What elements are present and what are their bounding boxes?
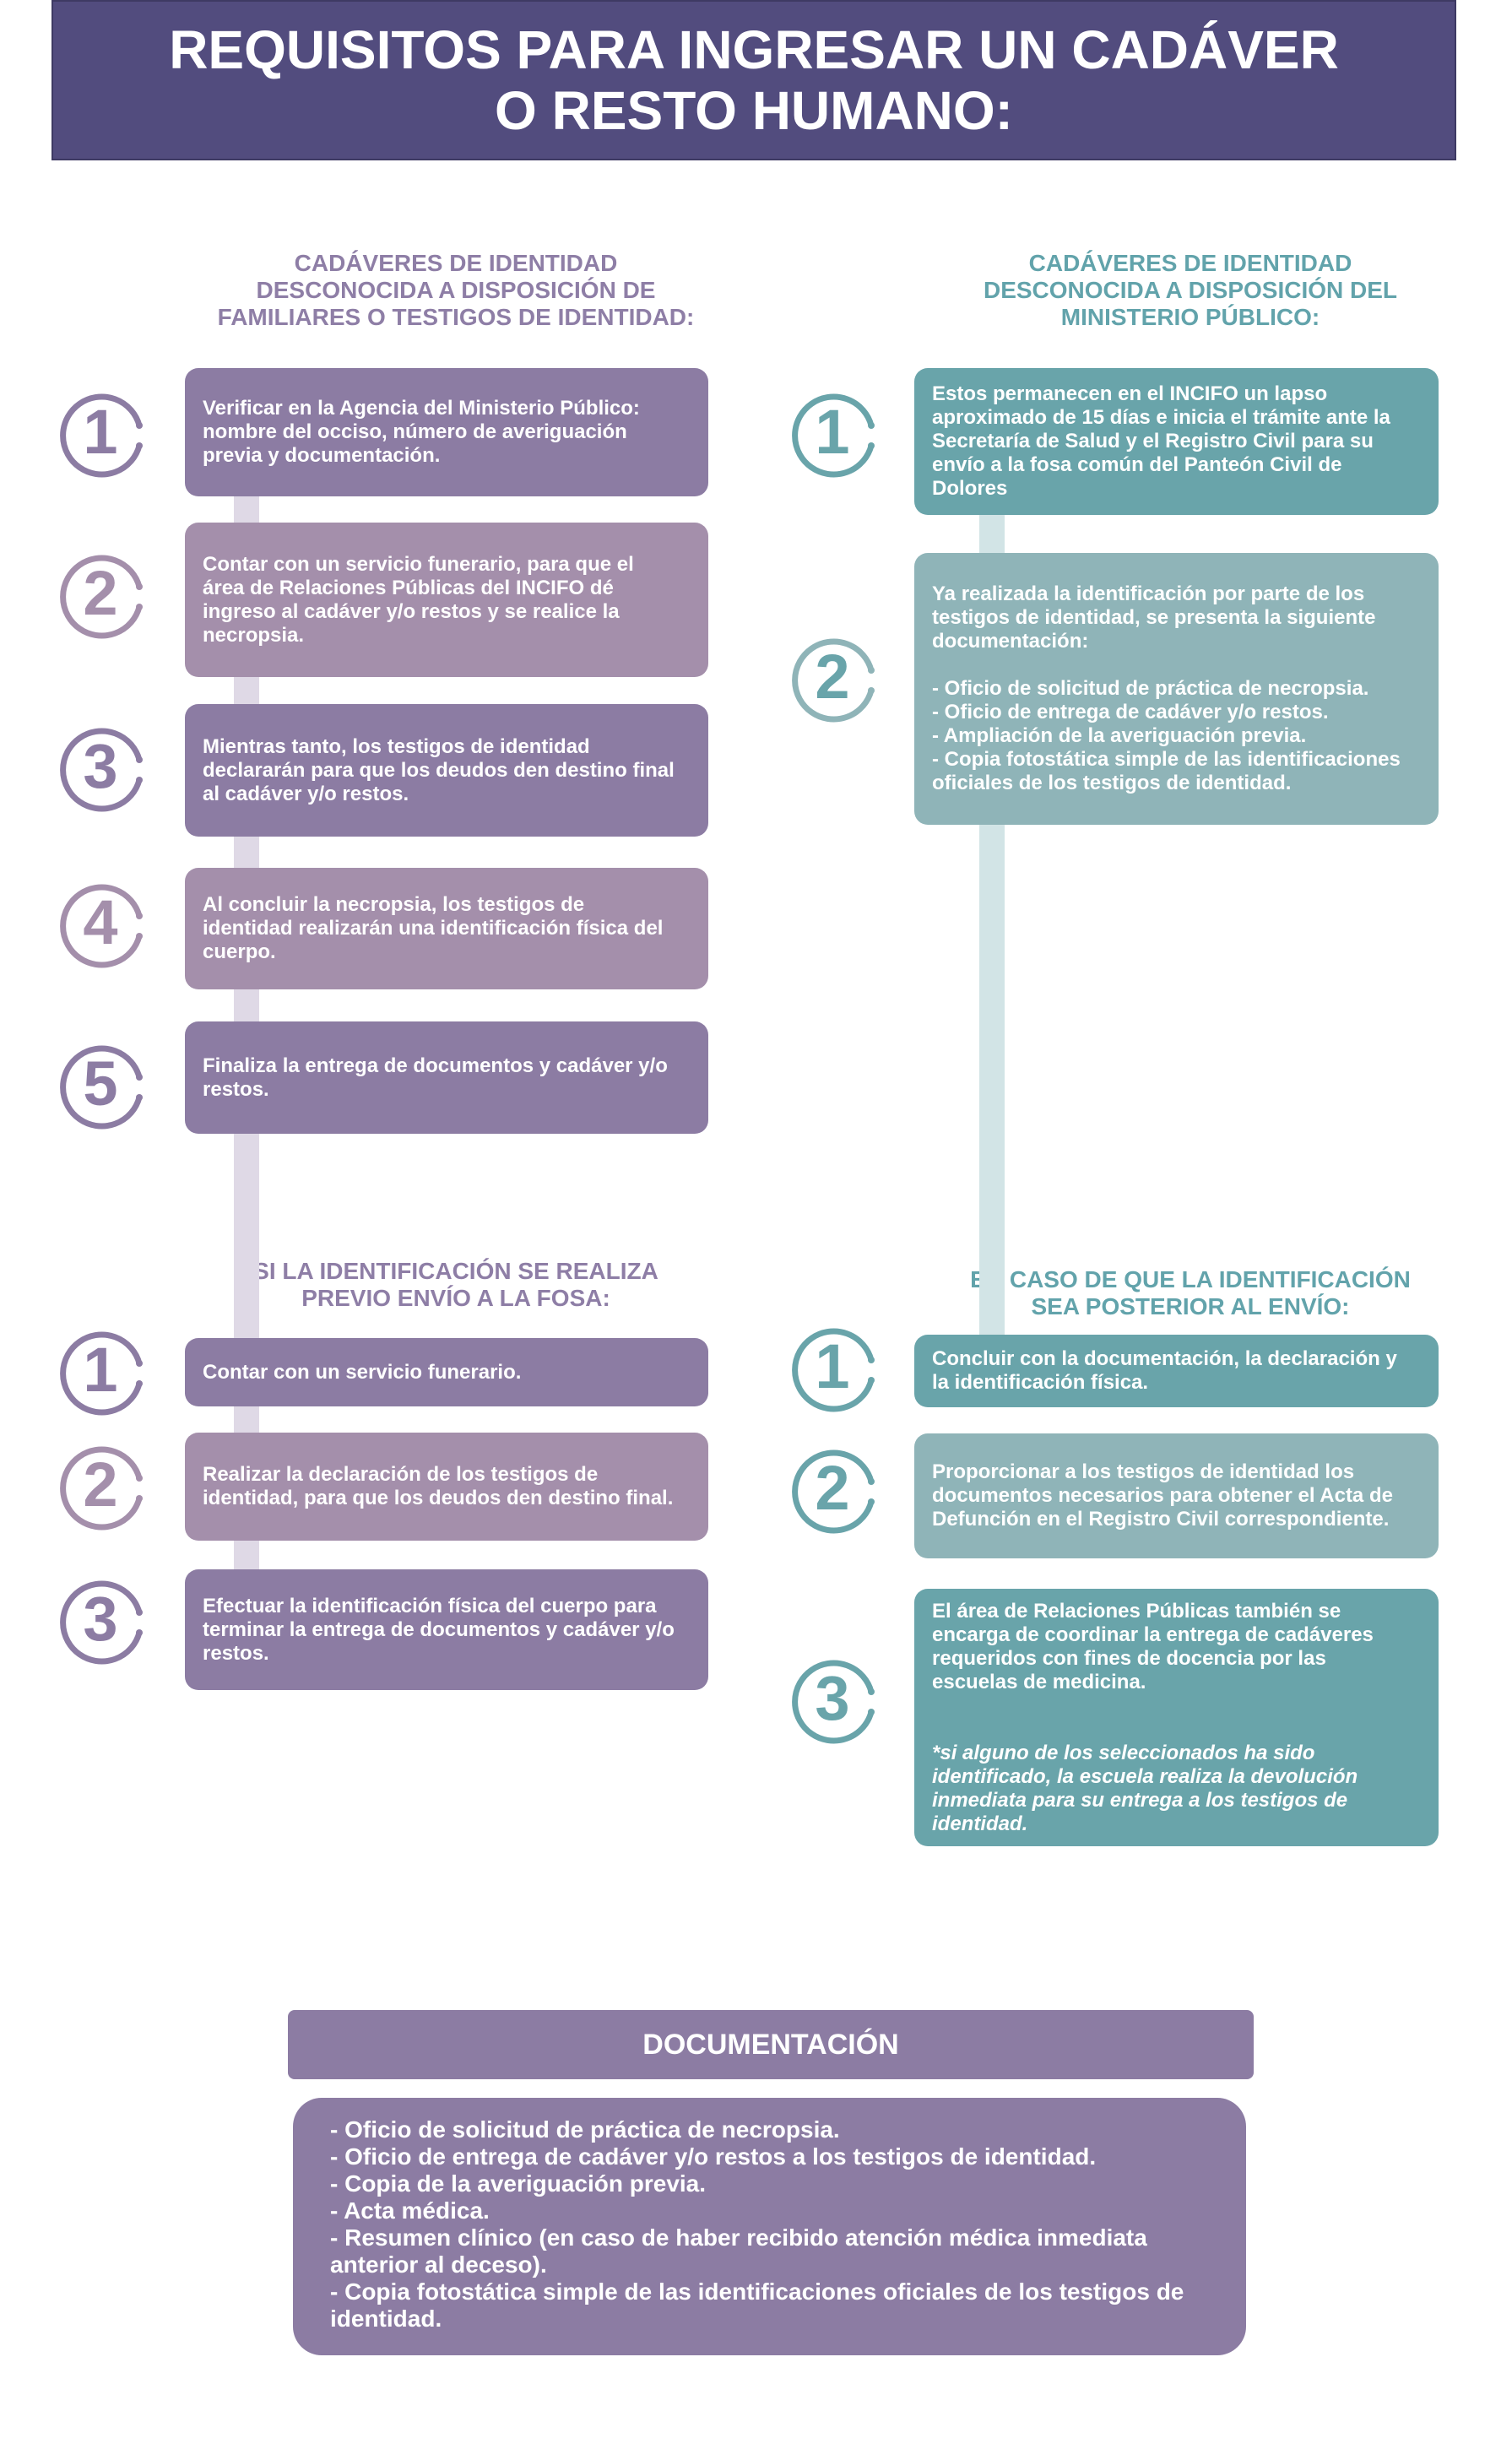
step-text: Proporcionar a los testigos de identidad… bbox=[932, 1460, 1393, 1531]
step-number-icon: 2 bbox=[53, 1438, 154, 1539]
step-text: Al concluir la necropsia, los testigos d… bbox=[203, 893, 664, 963]
right-bottom-step-3: El área de Relaciones Públicas también s… bbox=[914, 1589, 1439, 1846]
step-number: 1 bbox=[815, 1331, 849, 1401]
step-number: 3 bbox=[83, 1584, 117, 1654]
step-number-icon: 3 bbox=[785, 1651, 886, 1753]
left-top-title: CADÁVERES DE IDENTIDAD DESCONOCIDA A DIS… bbox=[217, 250, 695, 330]
right-bottom-step-2: Proporcionar a los testigos de identidad… bbox=[914, 1433, 1439, 1558]
step-number-icon: 1 bbox=[785, 385, 886, 486]
step-number: 2 bbox=[83, 558, 117, 628]
documentation-item: - Copia de la averiguación previa. bbox=[330, 2170, 707, 2197]
left-bottom-step-3: Efectuar la identificación física del cu… bbox=[185, 1569, 708, 1690]
step-number: 2 bbox=[815, 642, 849, 712]
documentation-item: - Acta médica. bbox=[330, 2197, 490, 2224]
right-bottom-step-1: Concluir con la documentación, la declar… bbox=[914, 1335, 1439, 1407]
step-number: 1 bbox=[815, 397, 849, 467]
step-number: 2 bbox=[83, 1449, 117, 1520]
step-text: Concluir con la documentación, la declar… bbox=[932, 1347, 1397, 1394]
step-text: Efectuar la identificación física del cu… bbox=[203, 1594, 675, 1665]
step-number-icon: 2 bbox=[785, 1441, 886, 1542]
right-top-title: CADÁVERES DE IDENTIDAD DESCONOCIDA A DIS… bbox=[983, 250, 1398, 330]
documentation-item: - Oficio de solicitud de práctica de nec… bbox=[330, 2116, 840, 2143]
left-top-step-1: Verificar en la Agencia del Ministerio P… bbox=[185, 368, 708, 496]
step-text: Contar con un servicio funerario, para q… bbox=[203, 552, 634, 647]
left-top-step-4: Al concluir la necropsia, los testigos d… bbox=[185, 868, 708, 989]
step-number: 3 bbox=[815, 1663, 849, 1733]
step-text: Finaliza la entrega de documentos y cadá… bbox=[203, 1054, 668, 1101]
step-number-icon: 1 bbox=[785, 1319, 886, 1421]
step-number-icon: 1 bbox=[53, 1323, 154, 1424]
step-number: 2 bbox=[815, 1453, 849, 1523]
step-text-group: El área de Relaciones Públicas también s… bbox=[932, 1576, 1374, 1860]
step-number: 1 bbox=[83, 397, 117, 467]
left-bottom-step-1: Contar con un servicio funerario. bbox=[185, 1338, 708, 1406]
left-top-step-2: Contar con un servicio funerario, para q… bbox=[185, 523, 708, 677]
step-number-icon: 4 bbox=[53, 875, 154, 977]
left-top-step-3: Mientras tanto, los testigos de identida… bbox=[185, 704, 708, 837]
left-top-step-5: Finaliza la entrega de documentos y cadá… bbox=[185, 1021, 708, 1134]
step-number-icon: 5 bbox=[53, 1037, 154, 1138]
step-number-icon: 2 bbox=[785, 630, 886, 731]
step-text: Realizar la declaración de los testigos … bbox=[203, 1463, 674, 1509]
left-bottom-step-2: Realizar la declaración de los testigos … bbox=[185, 1433, 708, 1541]
step-number: 4 bbox=[83, 887, 117, 957]
step-text: El área de Relaciones Públicas también s… bbox=[932, 1599, 1374, 1693]
right-top-step-1: Estos permanecen en el INCIFO un lapso a… bbox=[914, 368, 1439, 515]
step-number: 1 bbox=[83, 1335, 117, 1405]
documentation-item: - Copia fotostática simple de las identi… bbox=[330, 2278, 1184, 2332]
documentation-title: DOCUMENTACIÓN bbox=[288, 2010, 1254, 2079]
step-text: Ya realizada la identificación por parte… bbox=[932, 582, 1401, 794]
step-text: Contar con un servicio funerario. bbox=[203, 1360, 522, 1384]
step-text: Estos permanecen en el INCIFO un lapso a… bbox=[932, 382, 1390, 500]
documentation-list: - Oficio de solicitud de práctica de nec… bbox=[293, 2098, 1246, 2355]
step-text: Mientras tanto, los testigos de identida… bbox=[203, 734, 675, 805]
documentation-item: - Oficio de entrega de cadáver y/o resto… bbox=[330, 2143, 1097, 2170]
step-text: Verificar en la Agencia del Ministerio P… bbox=[203, 397, 640, 467]
step-number-icon: 2 bbox=[53, 546, 154, 647]
step-number-icon: 1 bbox=[53, 385, 154, 486]
step-note: *si alguno de los seleccionados ha sido … bbox=[932, 1741, 1358, 1835]
right-top-step-2: Ya realizada la identificación por parte… bbox=[914, 553, 1439, 825]
step-number-icon: 3 bbox=[53, 719, 154, 821]
step-number-icon: 3 bbox=[53, 1572, 154, 1673]
step-number: 5 bbox=[83, 1048, 117, 1119]
step-number: 3 bbox=[83, 731, 117, 801]
left-bottom-title: SI LA IDENTIFICACIÓN SE REALIZA PREVIO E… bbox=[253, 1258, 658, 1311]
page-title: REQUISITOS PARA INGRESAR UN CADÁVER O RE… bbox=[51, 0, 1456, 160]
documentation-item: - Resumen clínico (en caso de haber reci… bbox=[330, 2224, 1147, 2278]
right-bottom-title: EN CASO DE QUE LA IDENTIFICACIÓN SEA POS… bbox=[970, 1266, 1411, 1319]
